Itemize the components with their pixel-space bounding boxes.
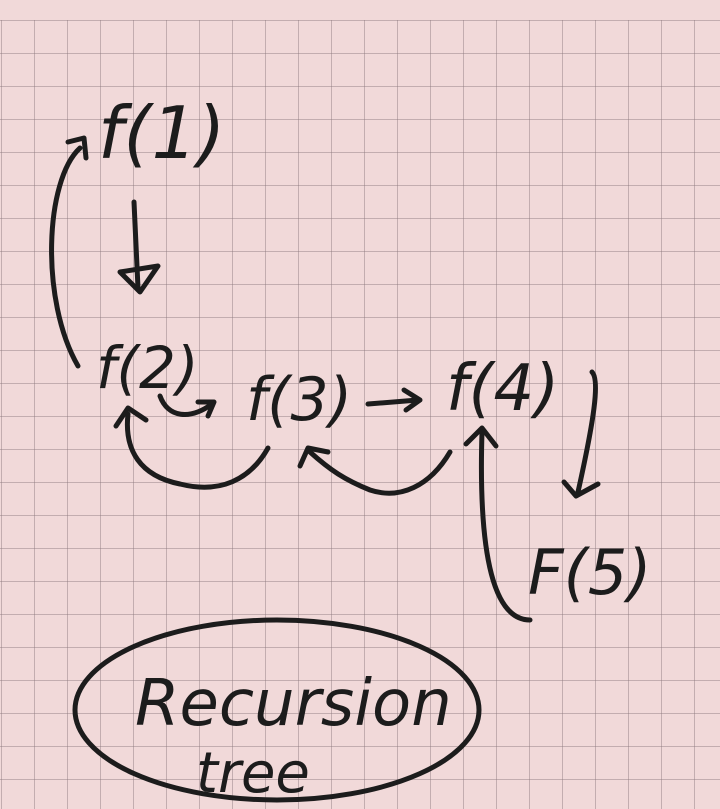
top-margin <box>0 0 720 20</box>
caption-line1: Recursion <box>135 667 452 741</box>
node-f5: F(5) <box>528 536 652 609</box>
return-arc-f5-to-f4 <box>463 425 533 623</box>
return-arc-f2-to-f1 <box>49 135 89 369</box>
arrow-f4-to-f5 <box>561 369 601 499</box>
node-f4: f(4) <box>446 352 559 426</box>
node-f1: f(1) <box>98 91 225 175</box>
arrow-f3-to-f4 <box>365 387 423 413</box>
return-arc-f3-to-f2 <box>113 405 271 490</box>
node-f2: f(2) <box>96 334 199 402</box>
arrow-f2-to-f3 <box>157 393 217 419</box>
arrow-f1-to-f2 <box>117 199 161 295</box>
return-arc-f4-to-f3 <box>297 445 453 496</box>
caption-ellipse <box>72 617 482 803</box>
node-f3: f(3) <box>246 365 352 435</box>
caption-line2: tree <box>196 741 310 806</box>
